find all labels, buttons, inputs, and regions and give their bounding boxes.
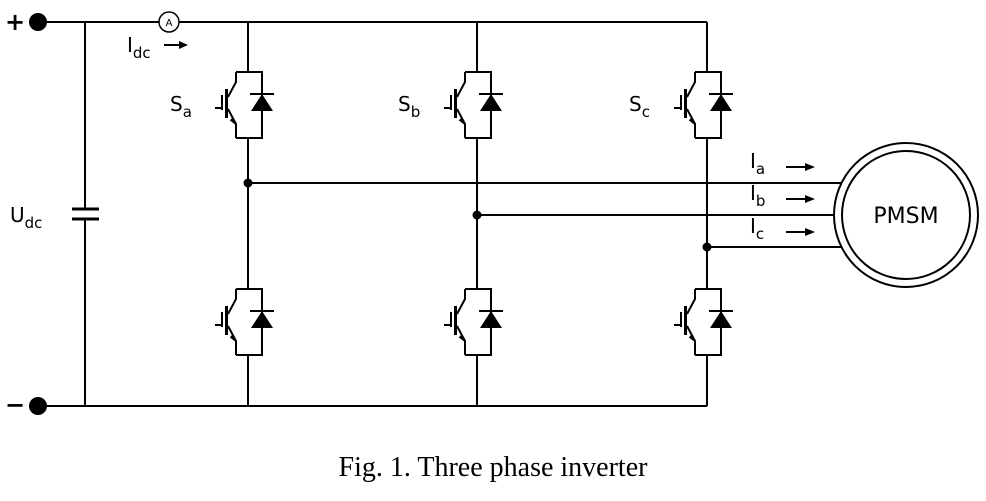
ammeter: A	[158, 11, 180, 33]
motor-label: PMSM	[873, 204, 938, 229]
phase-current-label-c: Ic	[750, 214, 764, 243]
pmsm-motor: PMSM	[833, 142, 979, 288]
switch-c-lower-igbt	[673, 276, 734, 368]
switch-sa-igbt	[214, 59, 275, 151]
switch-label-sc: Sc	[629, 92, 650, 121]
switch-sc-igbt	[673, 59, 734, 151]
dc-current-label: Idc	[127, 33, 151, 62]
phase-current-label-b: Ib	[750, 181, 765, 210]
dc-voltage-label: Udc	[10, 203, 42, 232]
phase-current-arrows	[786, 163, 815, 236]
switch-b-lower-igbt	[443, 276, 504, 368]
leg-a	[214, 22, 275, 406]
ammeter-symbol: A	[166, 18, 173, 29]
switch-a-lower-igbt	[214, 276, 275, 368]
dc-current-arrow	[164, 41, 188, 49]
junction-b	[472, 210, 482, 220]
phase-lines	[248, 182, 850, 248]
leg-c	[673, 22, 734, 406]
positive-terminal	[29, 13, 47, 31]
figure-caption: Fig. 1. Three phase inverter	[338, 452, 648, 483]
switch-label-sa: Sa	[170, 92, 192, 121]
junction-c	[702, 242, 712, 252]
dc-link-capacitor	[72, 22, 99, 406]
negative-terminal	[29, 397, 47, 415]
switch-label-sb: Sb	[398, 92, 420, 121]
phase-current-label-a: Ia	[750, 149, 765, 178]
dc-rails	[38, 21, 707, 407]
positive-terminal-label: +	[5, 8, 25, 36]
switch-sb-igbt	[443, 59, 504, 151]
junction-a	[243, 178, 253, 188]
negative-terminal-label: −	[5, 391, 25, 419]
